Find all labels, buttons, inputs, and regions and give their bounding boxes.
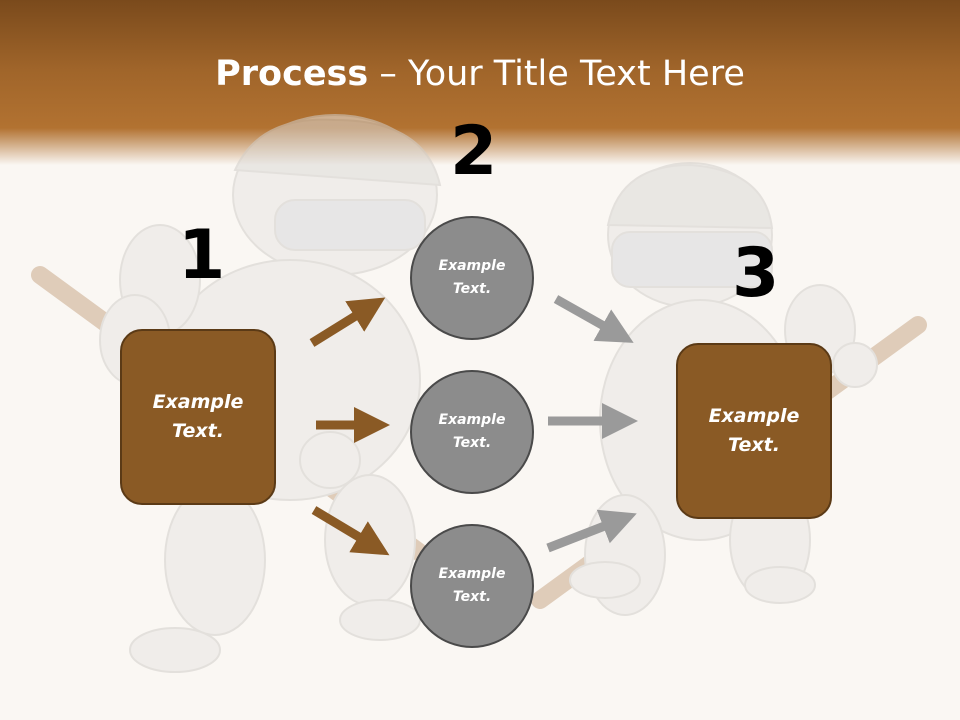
arrow-circle-bottom-to-3 xyxy=(546,509,637,553)
step-number-3: 3 xyxy=(732,234,780,313)
arrow-1-to-circle-top xyxy=(309,297,386,347)
step-1-box-text: Example Text. xyxy=(152,391,244,442)
arrow-circle-top-to-3 xyxy=(553,295,634,343)
step-2-circle-bottom: Example Text. xyxy=(410,524,534,648)
circle-middle-text: Example Text. xyxy=(438,412,506,451)
slide-title: Process – Your Title Text Here xyxy=(0,52,960,96)
step-3-box: Example Text. xyxy=(676,343,832,519)
circle-bottom-text: Example Text. xyxy=(438,566,506,605)
step-number-2: 2 xyxy=(450,112,498,191)
step-2-circle-middle: Example Text. xyxy=(410,370,534,494)
title-rest: – Your Title Text Here xyxy=(368,54,745,94)
step-number-1: 1 xyxy=(178,216,226,295)
arrow-1-to-circle-bottom xyxy=(311,506,390,556)
circle-top-text: Example Text. xyxy=(438,258,506,297)
step-2-circle-top: Example Text. xyxy=(410,216,534,340)
header-band xyxy=(0,0,960,200)
title-bold: Process xyxy=(215,54,369,94)
step-1-box: Example Text. xyxy=(120,329,276,505)
step-3-box-text: Example Text. xyxy=(708,405,800,456)
